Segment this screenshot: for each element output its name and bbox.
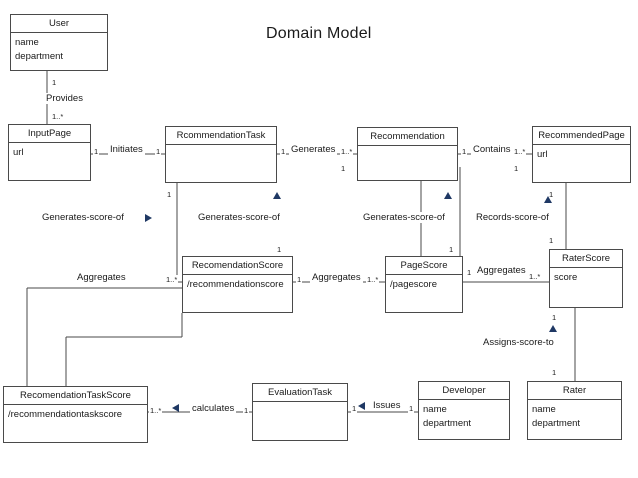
reading-direction-marker-up-icon [549,325,557,332]
reading-direction-marker-up-icon [544,196,552,203]
class-attributes-recommendation [358,146,457,180]
class-attributes-evaluationtask [253,402,347,440]
class-box-recommendedpage[interactable]: RecommendedPage url [532,126,631,183]
attribute: score [554,272,578,283]
multiplicity-provides-from: 1 [51,78,58,87]
association-label-generates: Generates [289,144,338,155]
association-label-aggregates-right: Aggregates [475,265,528,276]
multiplicity-generates-score-rec-to: 1 [448,245,455,254]
class-name-recommendation: Recommendation [358,128,457,146]
class-name-recomendationscore: RecomendationScore [183,257,292,275]
multiplicity-records-score-to: 1 [548,190,555,199]
class-box-recommendation[interactable]: Recommendation [357,127,458,181]
attribute: url [537,149,548,160]
attribute: url [13,147,24,158]
multiplicity-assigns-score-to: 1 [551,368,558,377]
attribute: name [532,404,556,415]
class-name-recommendedpage: RecommendedPage [533,127,630,145]
multiplicity-contains-to: 1..* [513,147,527,156]
association-label-provides: Provides [44,93,85,104]
multiplicity-contains-from: 1 [461,147,468,156]
reading-direction-marker-left-icon [172,404,179,412]
multiplicity-aggregates-right-to: 1..* [528,272,542,281]
class-box-pagescore[interactable]: PageScore /pagescore [385,256,463,313]
attribute: department [15,51,64,62]
reading-direction-marker-right-icon [145,214,152,222]
reading-direction-marker-left-icon [358,402,365,410]
association-label-calculates: calculates [190,403,237,414]
reading-direction-marker-up-icon [273,192,281,199]
attribute: department [532,418,581,429]
class-attributes-developer: name department [419,400,509,439]
attribute: name [15,37,39,48]
multiplicity-assigns-score-from: 1 [551,313,558,322]
diagram-title: Domain Model [266,25,372,42]
multiplicity-generates-score-task-from: 1 [166,190,173,199]
multiplicity-calculates-to: 1 [243,406,250,415]
multiplicity-aggregates-mid-from: 1 [296,275,303,284]
class-attributes-recommendedpage: url [533,145,630,182]
multiplicity-calculates-from: 1..* [149,406,163,415]
multiplicity-records-score-from: 1 [513,164,520,173]
class-box-evaluationtask[interactable]: EvaluationTask [252,383,348,441]
class-name-evaluationtask: EvaluationTask [253,384,347,402]
multiplicity-initiates-to: 1 [155,147,162,156]
class-attributes-recomendationtaskscore: /recommendationtaskscore [4,405,147,442]
attribute: name [423,404,447,415]
class-box-developer[interactable]: Developer name department [418,381,510,440]
class-name-rcommendationtask: RcommendationTask [166,127,276,145]
class-name-pagescore: PageScore [386,257,462,275]
multiplicity-aggregates-right-from: 1 [466,268,473,277]
class-attributes-pagescore: /pagescore [386,275,462,312]
multiplicity-generates-score-task-to: 1 [276,245,283,254]
class-box-recomendationscore[interactable]: RecomendationScore /recommendationscore [182,256,293,313]
attribute: /pagescore [390,279,438,290]
multiplicity-aggregates-mid-to: 1..* [366,275,380,284]
class-attributes-raterscore: score [550,268,622,307]
class-box-user[interactable]: User name department [10,14,108,71]
class-box-raterscore[interactable]: RaterScore score [549,249,623,308]
class-attributes-user: name department [11,33,107,70]
class-box-recomendationtaskscore[interactable]: RecomendationTaskScore /recommendationta… [3,386,148,443]
class-name-raterscore: RaterScore [550,250,622,268]
association-label-aggregates-left: Aggregates [75,272,128,283]
reading-direction-marker-up-icon [444,192,452,199]
class-attributes-inputpage: url [9,143,90,180]
class-name-inputpage: InputPage [9,125,90,143]
attribute: department [423,418,472,429]
class-name-rater: Rater [528,382,621,400]
class-attributes-rcommendationtask [166,145,276,182]
multiplicity-aggregates-left-to: 1..* [165,275,179,284]
association-label-initiates: Initiates [108,144,145,155]
multiplicity-issues-to: 1 [408,404,415,413]
association-label-generates-score-of-left: Generates-score-of [40,212,126,223]
association-label-aggregates-mid: Aggregates [310,272,363,283]
association-label-issues: Issues [371,400,403,411]
multiplicity-provides-to: 1..* [51,112,65,121]
multiplicity-generates-score-rec-from: 1 [340,164,347,173]
multiplicity-records-score-raterscore: 1 [548,236,555,245]
class-name-developer: Developer [419,382,509,400]
multiplicity-initiates-from: 1 [93,147,100,156]
association-label-assigns-score-to: Assigns-score-to [481,337,556,348]
class-name-user: User [11,15,107,33]
class-attributes-rater: name department [528,400,621,439]
multiplicity-generates-from: 1 [280,147,287,156]
multiplicity-generates-to: 1..* [340,147,354,156]
attribute: /recommendationscore [187,279,284,290]
association-label-generates-score-of-recommendation: Generates-score-of [361,212,447,223]
class-name-recomendationtaskscore: RecomendationTaskScore [4,387,147,405]
attribute: /recommendationtaskscore [8,409,123,420]
class-attributes-recomendationscore: /recommendationscore [183,275,292,312]
class-box-inputpage[interactable]: InputPage url [8,124,91,181]
association-label-contains: Contains [471,144,513,155]
multiplicity-issues-from: 1 [351,404,358,413]
class-box-rcommendationtask[interactable]: RcommendationTask [165,126,277,183]
class-box-rater[interactable]: Rater name department [527,381,622,440]
association-label-records-score-of: Records-score-of [474,212,551,223]
association-label-generates-score-of-task: Generates-score-of [196,212,282,223]
